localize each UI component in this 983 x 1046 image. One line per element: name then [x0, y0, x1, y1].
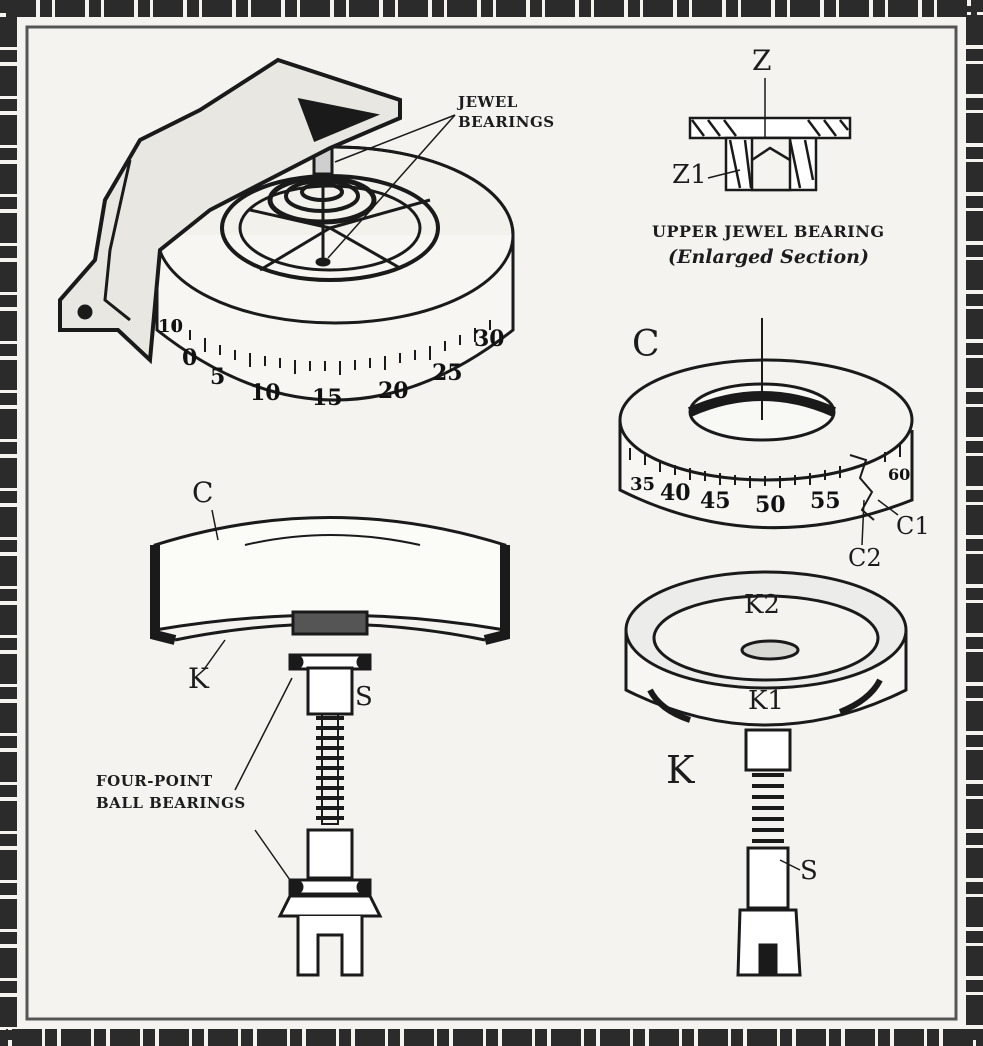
dial-ring-c-illustration: [618, 318, 914, 546]
label-k-left: K: [188, 662, 209, 695]
ball-bearings-label: FOUR-POINT BALL BEARINGS: [96, 770, 246, 814]
dial-right-number: 40: [660, 480, 691, 506]
jewel-bearings-leaders: [327, 114, 456, 259]
jewel-bearings-label: JEWEL BEARINGS: [458, 92, 555, 132]
dial-top-number: 0: [182, 345, 197, 371]
enlarged-section-caption: (Enlarged Section): [668, 246, 869, 268]
dial-top-partial-number: 10: [158, 316, 183, 337]
compass-assembly-illustration: [58, 57, 515, 402]
dial-right-number: 50: [755, 492, 786, 518]
label-k2: K2: [744, 590, 780, 620]
label-c2: C2: [848, 544, 882, 572]
label-s-left: S: [355, 682, 373, 712]
label-s-right: S: [800, 856, 818, 886]
dial-top-number: 5: [210, 364, 225, 390]
dial-right-number: 45: [700, 488, 731, 514]
dial-top-number: 25: [432, 360, 463, 386]
dial-top-number: 30: [474, 326, 505, 352]
dial-right-number: 35: [630, 474, 655, 495]
dial-top-numbers: 10 0 5 10 15 20 25 30: [158, 316, 505, 411]
upper-jewel-bearing-section: [688, 78, 852, 192]
dial-right-number: 55: [810, 488, 841, 514]
pivot-section-illustration: [150, 509, 510, 977]
label-z: Z: [752, 44, 772, 77]
dial-top-number: 10: [250, 380, 281, 406]
dial-top-number: 15: [312, 385, 343, 411]
upper-jewel-bearing-title: UPPER JEWEL BEARING: [652, 222, 885, 241]
jewel-bearings-label-line1: JEWEL: [458, 93, 518, 111]
dial-right-partial-number: 60: [888, 465, 910, 484]
label-z1: Z1: [672, 160, 707, 190]
ball-bearings-label-line1: FOUR-POINT: [96, 772, 213, 790]
base-k-illustration: [624, 570, 908, 977]
jewel-bearings-label-line2: BEARINGS: [458, 113, 555, 131]
label-c1: C1: [896, 512, 930, 540]
dial-top-number: 20: [378, 378, 409, 404]
label-k-right: K: [666, 748, 695, 792]
ball-bearings-label-line2: BALL BEARINGS: [96, 794, 246, 812]
label-c-top: C: [632, 324, 660, 365]
label-k1: K1: [748, 686, 784, 716]
label-c-left: C: [192, 476, 214, 509]
dial-right-numbers: 35 40 45 50 55 60: [630, 465, 910, 518]
